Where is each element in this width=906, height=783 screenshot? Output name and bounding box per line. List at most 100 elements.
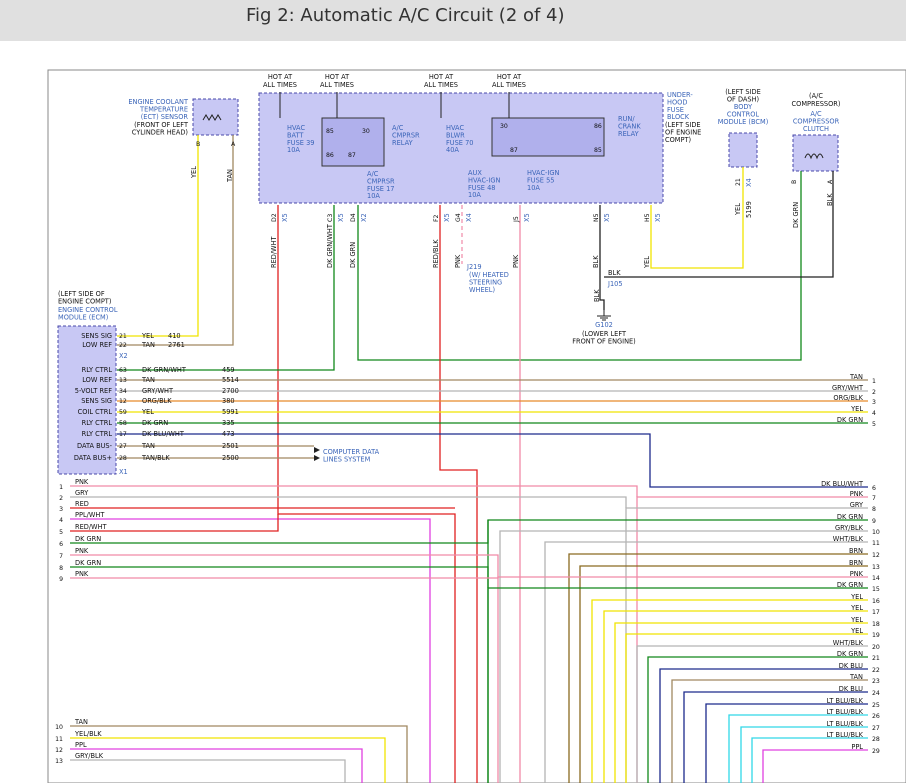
right-wire-label: PNK: [850, 570, 864, 578]
ecm-pin: 21: [119, 333, 127, 340]
fuse-conn: X5: [281, 213, 289, 222]
left-wire-number: 11: [55, 736, 63, 743]
ground-blk: BLK: [593, 289, 601, 302]
ecm-circuit: 335: [222, 419, 235, 427]
left-wire-run: [70, 496, 627, 508]
right-wire-run: [603, 610, 868, 783]
ac-compressor-relay: [321, 117, 385, 167]
fuse-wire-label: YEL: [643, 256, 651, 269]
left-wire-run: [70, 748, 363, 783]
j219-desc: WHEEL): [469, 286, 495, 294]
right-wire-run: [636, 645, 868, 783]
hot-label: ALL TIMES: [263, 81, 297, 89]
left-wire-number: 5: [59, 529, 63, 536]
right-wire-run: [762, 749, 868, 783]
ecm-pin-label: RLY CTRL: [82, 430, 113, 438]
fuse-wire-label: BLK: [592, 255, 600, 268]
bcm-name: BODY: [734, 103, 753, 111]
ecm-wire: YEL: [141, 332, 154, 340]
compressor-pin: A: [827, 179, 834, 184]
ect-sensor-box: [192, 98, 239, 136]
ecm-circuit: 459: [222, 366, 235, 374]
right-wire-label: YEL: [850, 616, 863, 624]
relay-pin: 86: [326, 152, 334, 159]
fuse-17-label: FUSE 17: [367, 185, 394, 193]
ecm-wire: YEL: [141, 408, 154, 416]
fuse-block-title: FUSE: [667, 106, 684, 114]
fuse-block-location: (LEFT SIDE: [665, 121, 701, 129]
run-crank-relay-label: RELAY: [618, 130, 640, 138]
ecm-pin: 34: [119, 388, 127, 395]
right-wire-number: 13: [872, 564, 880, 571]
right-wire-label: DK BLU: [839, 662, 863, 670]
fuse-17-label: CMPRSR: [367, 177, 395, 185]
compressor-wire: DK GRN: [792, 202, 800, 228]
fuse-wire-label: DK GRN/WHT: [326, 223, 334, 268]
left-wire-run: [70, 737, 386, 783]
left-wire-number: 9: [59, 576, 63, 583]
fuse-48-label: HVAC-IGN: [468, 176, 500, 184]
left-wire-label: PNK: [75, 547, 89, 555]
hot-label: HOT AT: [325, 73, 350, 81]
thermistor-icon: [202, 114, 222, 121]
ecm-pin: 17: [119, 431, 127, 438]
fuse-pin: G4: [455, 213, 462, 222]
right-wire-run: [499, 530, 868, 783]
left-wire-label: RED/WHT: [75, 523, 108, 531]
right-wire-number: 4: [872, 410, 876, 417]
right-wire-label: DK GRN: [837, 650, 863, 658]
fuse-wire-label: PNK: [454, 254, 462, 268]
relay-pin: 86: [594, 123, 602, 130]
right-wire-label: YEL: [850, 604, 863, 612]
right-wire-label: BRN: [849, 559, 863, 567]
left-wire-label: DK GRN: [75, 559, 101, 567]
right-wire-label: BRN: [849, 547, 863, 555]
left-wire-label: DK GRN: [75, 535, 101, 543]
left-wire-label: TAN: [74, 718, 88, 726]
fuse-70-label: FUSE 70: [446, 139, 473, 147]
run-crank-relay-label: CRANK: [618, 122, 641, 130]
right-wire-number: 28: [872, 736, 880, 743]
right-wire-number: 15: [872, 586, 880, 593]
right-wire-number: 1: [872, 378, 876, 385]
ecm-pin: 13: [119, 377, 127, 384]
right-wire-number: 23: [872, 678, 880, 685]
right-wire-label: GRY/WHT: [832, 384, 864, 392]
ect-sensor-location: (FRONT OF LEFT: [134, 121, 189, 129]
bcm-name: MODULE (BCM): [718, 118, 769, 126]
fuse-conn: X5: [523, 213, 531, 222]
figure-header: Fig 2: Automatic A/C Circuit (2 of 4): [0, 0, 906, 41]
ecm-box: [57, 325, 117, 475]
bcm-location: OF DASH): [727, 95, 759, 103]
left-wire-run: [70, 518, 431, 783]
red-blk-feed: [439, 205, 478, 783]
run-crank-relay-label: RUN/: [618, 115, 635, 123]
ecm-pin: 58: [119, 420, 127, 427]
right-wire-label: DK BLU/WHT: [821, 480, 864, 488]
right-wire-number: 5: [872, 421, 876, 428]
yel-ect-sig: [117, 135, 199, 337]
right-wire-number: 7: [872, 495, 876, 502]
left-wire-label: YEL/BLK: [74, 730, 102, 738]
ecm-location: (LEFT SIDE OF: [58, 290, 105, 298]
bcm-conn: X4: [745, 178, 753, 187]
clutch-coil-icon: [804, 153, 824, 160]
fuse-70-label: 40A: [446, 146, 459, 154]
ecm-circuit: 410: [168, 332, 181, 340]
ecm-circuit: 2500: [222, 454, 239, 462]
fuse-48-label: AUX: [468, 169, 482, 177]
fuse-block-title: UNDER-: [667, 91, 693, 99]
fuse-pin: C3: [327, 214, 334, 222]
ecm-circuit: 2761: [168, 341, 185, 349]
right-wire-number: 18: [872, 621, 880, 628]
fuse-48-label: FUSE 48: [468, 184, 495, 192]
right-wire-number: 6: [872, 485, 876, 492]
ecm-wire: DK BLU/WHT: [142, 430, 185, 438]
right-wire-label: TAN: [849, 373, 863, 381]
right-wire-label: DK GRN: [837, 581, 863, 589]
fuse-conn: X5: [603, 213, 611, 222]
ecm-pin-label: RLY CTRL: [82, 366, 113, 374]
ecm-pin-label: 5-VOLT REF: [75, 387, 112, 395]
ecm-wire: DK GRN: [142, 419, 168, 427]
